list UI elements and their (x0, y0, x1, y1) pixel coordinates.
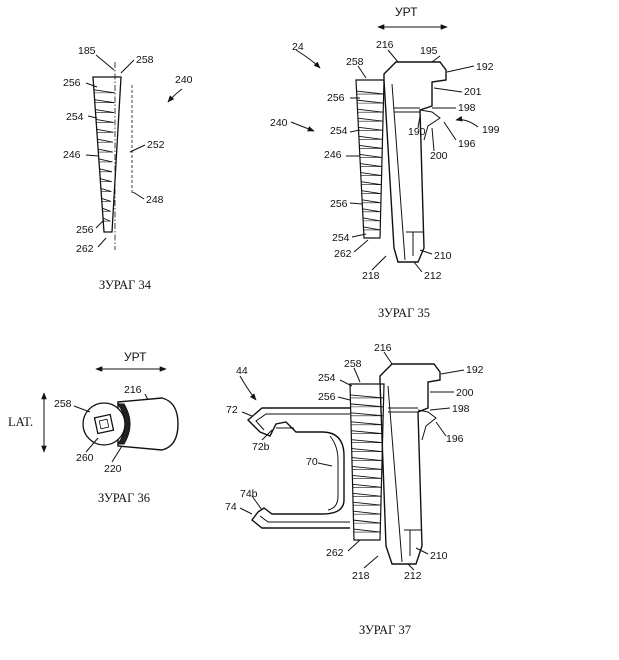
ref-262: 262 (76, 243, 94, 255)
ref-240: 240 (270, 117, 288, 129)
ref-248: 248 (146, 194, 164, 206)
ref-252: 252 (147, 139, 165, 151)
ref-260: 260 (76, 452, 94, 464)
serrated-stem (350, 384, 384, 540)
figure-35: УРТ (270, 5, 500, 320)
body-216 (384, 62, 446, 262)
figure-36-caption: ЗУРАГ 36 (98, 491, 150, 505)
ref-210: 210 (430, 550, 448, 562)
ref-254: 254 (66, 111, 84, 123)
figure-37-caption: ЗУРАГ 37 (359, 623, 411, 637)
ref-196: 196 (458, 138, 476, 150)
ref-74b: 74b (240, 488, 258, 500)
lateral-label: LAT. (8, 415, 33, 429)
ref-258: 258 (54, 398, 72, 410)
assembly-arrow (240, 376, 256, 400)
ref-198: 198 (458, 102, 476, 114)
ref-218: 218 (352, 570, 370, 582)
ref-192: 192 (466, 364, 484, 376)
ref-254: 254 (318, 372, 336, 384)
ref-218: 218 (362, 270, 380, 282)
clamp-frame-70 (248, 408, 350, 528)
ref-256-bottom: 256 (76, 224, 94, 236)
ref-262: 262 (334, 248, 352, 260)
ref-216: 216 (376, 39, 394, 51)
figure-34-caption: ЗУРАГ 34 (99, 278, 152, 292)
serrated-stem (356, 80, 384, 238)
top-view-assembly (83, 398, 178, 450)
ref-192: 192 (476, 61, 494, 73)
ref-72: 72 (226, 404, 238, 416)
ref-212: 212 (404, 570, 422, 582)
ref-256: 256 (318, 391, 336, 403)
ref-185: 185 (78, 45, 96, 57)
ref-70: 70 (306, 456, 318, 468)
ref-254-top: 254 (330, 125, 348, 137)
ref-74: 74 (225, 501, 237, 513)
ref-256-top: 256 (63, 77, 81, 89)
figure-37: 216 258 192 44 254 200 256 198 72 196 72… (225, 342, 484, 637)
ref-216: 216 (124, 384, 142, 396)
ref-210: 210 (434, 250, 452, 262)
ref-72b: 72b (252, 441, 270, 453)
ref-200: 200 (430, 150, 448, 162)
ref-258: 258 (344, 358, 362, 370)
ref-256-bottom: 256 (330, 198, 348, 210)
ref-246: 246 (324, 149, 342, 161)
ref-216: 216 (374, 342, 392, 354)
ref-196: 196 (446, 433, 464, 445)
ref-24: 24 (292, 41, 304, 53)
ref-262: 262 (326, 547, 344, 559)
ref-190: 190 (408, 126, 426, 138)
direction-label: УРТ (395, 5, 418, 19)
ref-258: 258 (346, 56, 364, 68)
direction-label: УРТ (124, 350, 147, 364)
ref-198: 198 (452, 403, 470, 415)
figure-34: 185 258 256 254 246 256 262 240 252 248 … (63, 45, 193, 292)
figure-36: УРТ LAT. 258 216 260 220 ЗУРАГ 36 (8, 350, 178, 505)
figure-35-caption: ЗУРАГ 35 (378, 306, 430, 320)
ref-200: 200 (456, 387, 474, 399)
ref-256-top: 256 (327, 92, 345, 104)
ref-246: 246 (63, 149, 81, 161)
ref-220: 220 (104, 463, 122, 475)
ref-240: 240 (175, 74, 193, 86)
ref-212: 212 (424, 270, 442, 282)
ref-258: 258 (136, 54, 154, 66)
ref-44: 44 (236, 365, 248, 377)
ref-195: 195 (420, 45, 438, 57)
body-216 (380, 364, 440, 564)
ref-201: 201 (464, 86, 482, 98)
ref-199: 199 (482, 124, 500, 136)
ref-254-bottom: 254 (332, 232, 350, 244)
